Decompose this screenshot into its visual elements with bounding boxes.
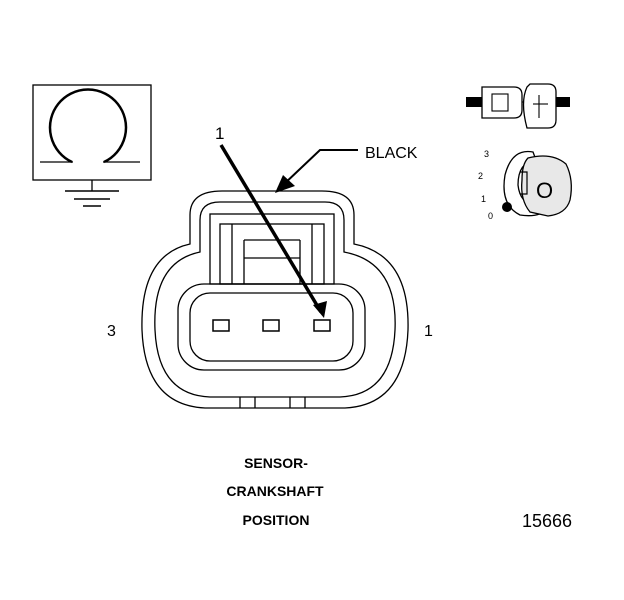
key-position-0: 0	[488, 211, 493, 221]
mating-connector-icon	[466, 83, 570, 129]
key-position-1: 1	[481, 194, 486, 204]
title-line-2: CRANKSHAFT	[226, 483, 324, 499]
figure-number: 15666	[522, 511, 572, 531]
sensor-loop-ground-icon	[32, 84, 152, 207]
key-letter: O	[536, 178, 553, 203]
cavity-1	[313, 319, 331, 332]
color-label: BLACK	[365, 145, 418, 162]
cavity-2	[262, 319, 280, 332]
connector-face-icon	[141, 190, 409, 409]
color-callout-line	[281, 149, 358, 187]
pin-callout-arrowhead	[313, 301, 327, 318]
cavity-3	[212, 319, 230, 332]
color-callout-arrowhead	[275, 175, 295, 193]
cavity-left-label: 3	[107, 323, 116, 340]
cavity-right-label: 1	[424, 323, 433, 340]
key-position-3: 3	[484, 149, 489, 159]
connector-key-icon	[502, 150, 572, 217]
pin-callout-arrow	[219, 144, 323, 313]
key-position-2: 2	[478, 171, 483, 181]
pin-callout-label: 1	[215, 124, 224, 143]
title-line-1: SENSOR-	[244, 455, 308, 471]
title-line-3: POSITION	[243, 512, 310, 528]
